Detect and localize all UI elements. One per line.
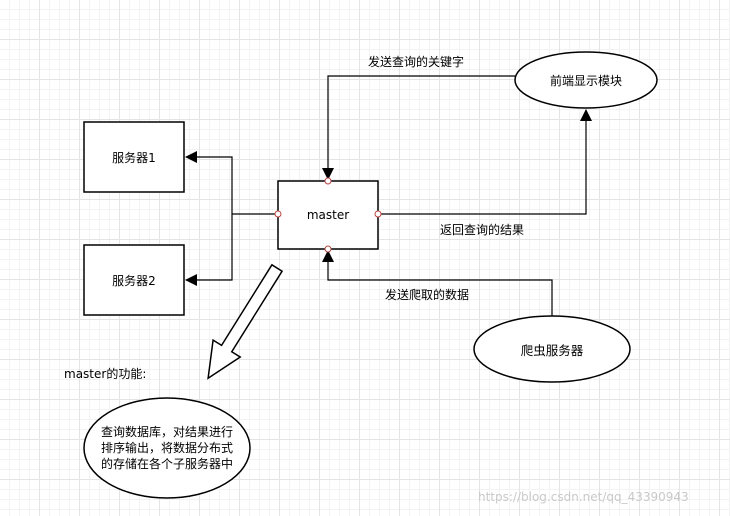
server1-box xyxy=(83,121,185,193)
edge-to-server2 xyxy=(185,214,233,286)
master-port-right xyxy=(374,210,382,218)
master-label: master xyxy=(306,208,350,222)
edge-label-send-crawled-data: 发送爬取的数据 xyxy=(385,288,470,302)
function-block-arrow xyxy=(207,263,284,380)
server2-node: 服务器2 xyxy=(84,245,184,315)
frontend-ellipse xyxy=(514,51,658,109)
master-port-top xyxy=(324,177,332,185)
master-port-bottom xyxy=(324,245,332,253)
function-ellipse xyxy=(83,397,251,499)
master-port-left xyxy=(274,210,282,218)
server1-node: 服务器1 xyxy=(84,122,184,192)
watermark: https://blog.csdn.net/qq_43390943 xyxy=(478,490,689,504)
edge-frontend-to-master xyxy=(322,75,515,180)
server1-label: 服务器1 xyxy=(112,150,156,165)
edge-crawler-to-master xyxy=(322,250,553,316)
function-node: 查询数据库，对结果进行 排序输出，将数据分布式 的存储在各个子服务器中 xyxy=(84,398,250,498)
edge-to-server1 xyxy=(185,151,233,214)
server2-label: 服务器2 xyxy=(112,273,156,288)
edge-label-return-result: 返回查询的结果 xyxy=(440,223,525,237)
server2-box xyxy=(83,244,185,316)
edge-master-to-frontend xyxy=(378,109,592,215)
frontend-node: 前端显示模块 xyxy=(515,52,657,108)
crawler-label: 爬虫服务器 xyxy=(520,342,584,358)
function-description: 查询数据库，对结果进行 排序输出，将数据分布式 的存储在各个子服务器中 xyxy=(100,425,233,471)
master-node: master xyxy=(278,181,378,249)
edge-label-send-keyword: 发送查询的关键字 xyxy=(368,55,465,69)
crawler-node: 爬虫服务器 xyxy=(474,316,630,382)
master-function-heading: master的功能: xyxy=(64,367,147,381)
frontend-label: 前端显示模块 xyxy=(549,73,622,88)
